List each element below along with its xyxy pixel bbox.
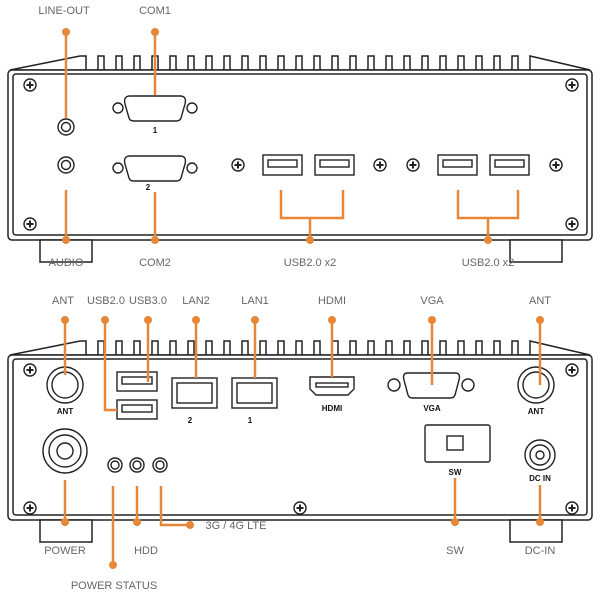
label-usb20: USB2.0 [87,295,125,307]
ant-left-mark: ANT [57,407,74,416]
hdmi-port: HDMI [309,376,355,413]
label-com2: COM2 [139,257,171,269]
label-lan1: LAN1 [241,295,269,307]
label-hdd: HDD [134,545,158,557]
com2-mark: 2 [146,183,151,192]
lan2-port: 2 [171,377,218,425]
label-usb30: USB3.0 [129,295,167,307]
label-audio: AUDIO [49,257,84,269]
dc-in-jack: DC IN [524,439,556,483]
antenna-left: ANT [46,366,84,416]
lan1-mark: 1 [248,416,253,425]
label-lte: 3G / 4G LTE [206,520,267,532]
label-usb-front-a: USB2.0 x2 [284,257,337,269]
label-ant-left: ANT [52,295,74,307]
label-power: POWER [44,545,86,557]
label-lan2: LAN2 [182,295,210,307]
front-usb-ports [262,154,530,176]
com1-connector: 1 [112,95,198,135]
com1-mark: 1 [153,126,158,135]
label-dc-in: DC-IN [525,545,556,557]
status-leds [107,457,168,473]
label-ant-right: ANT [529,295,551,307]
dc-in-mark: DC IN [529,474,551,483]
label-vga: VGA [420,295,444,307]
label-com1: COM1 [139,5,171,17]
com2-connector: 2 [112,155,198,192]
sw-mark: SW [449,468,462,477]
lan1-port: 1 [231,377,278,425]
lan2-mark: 2 [188,416,193,425]
vga-port: VGA [387,372,475,413]
ant-right-mark: ANT [528,407,545,416]
antenna-right: ANT [517,366,555,416]
label-line-out: LINE-OUT [38,5,90,17]
label-power-status: POWER STATUS [71,580,157,592]
audio-jack [57,156,75,174]
power-button [42,428,88,474]
sw-switch: SW [424,424,491,477]
rear-chassis [7,340,593,543]
vga-mark: VGA [423,404,441,413]
line-out-jack [57,118,75,136]
label-usb-front-b: USB2.0 x2 [462,257,515,269]
label-sw: SW [446,545,464,557]
label-hdmi: HDMI [318,295,346,307]
hdmi-mark: HDMI [322,404,342,413]
